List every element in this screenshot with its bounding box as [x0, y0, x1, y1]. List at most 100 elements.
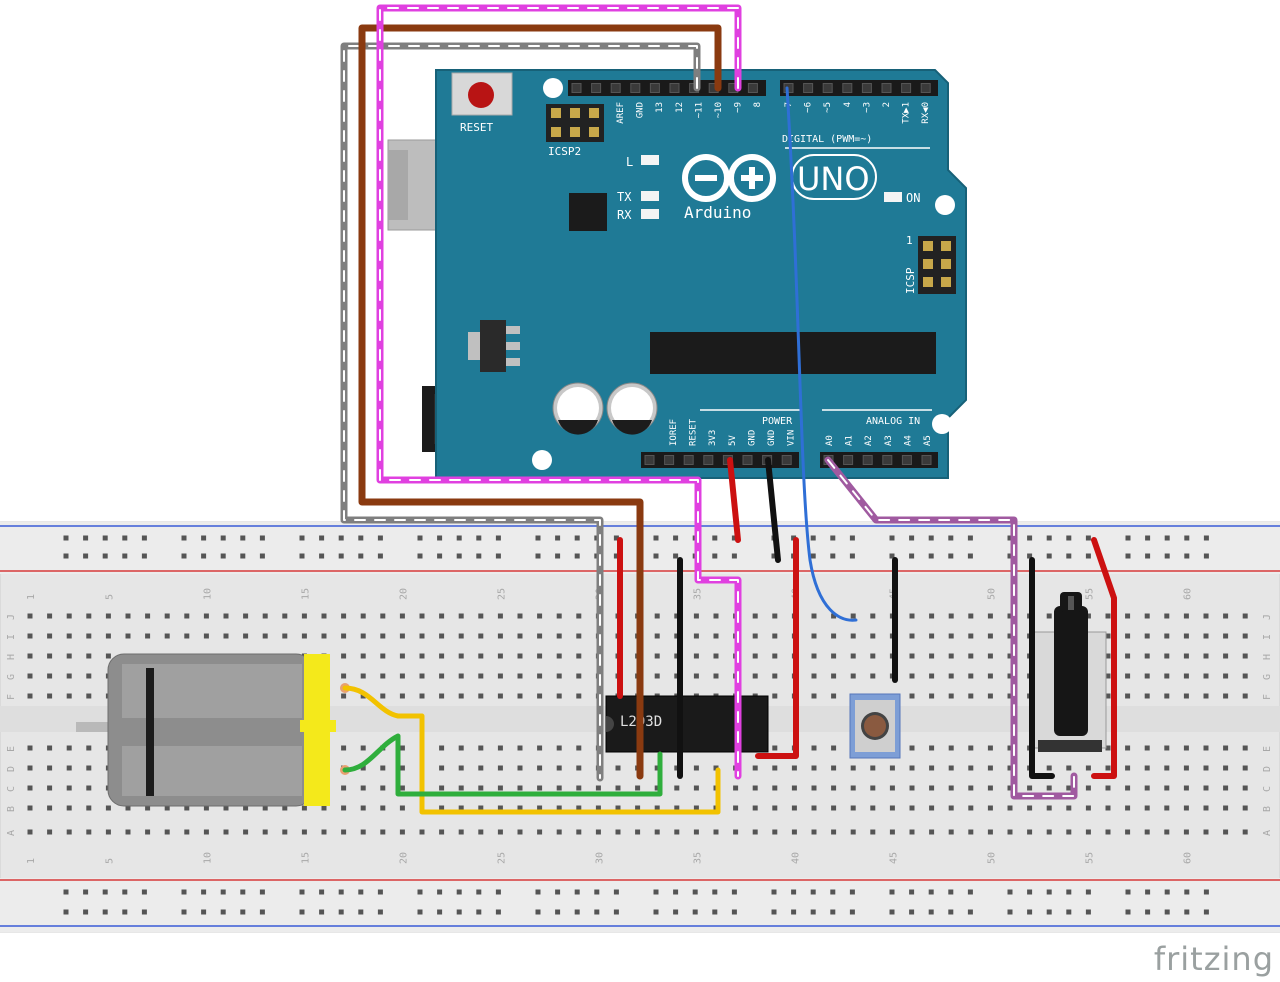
l293d-ic: L293D	[605, 695, 769, 753]
capacitor	[606, 382, 658, 435]
column-number: 25	[496, 588, 507, 600]
pin-label: IOREF	[669, 419, 679, 446]
led-l-label: L	[626, 155, 633, 169]
column-number: 1	[26, 858, 37, 864]
wire-red-vin-ic	[755, 537, 799, 759]
row-letter: A	[6, 830, 17, 836]
column-number: 15	[300, 588, 311, 600]
reset-label: RESET	[460, 121, 493, 134]
wire-green	[342, 733, 663, 797]
row-letter: J	[6, 614, 17, 620]
led-tx	[641, 191, 659, 201]
icsp2-label: ICSP2	[548, 145, 581, 158]
push-button[interactable]	[849, 693, 901, 759]
digital-header-right	[780, 80, 938, 96]
row-letter: I	[1262, 634, 1273, 640]
column-number: 45	[888, 852, 899, 864]
pin-label: 12	[675, 102, 685, 113]
usb-controller-chip	[569, 193, 607, 231]
row-letter: E	[6, 746, 17, 752]
pin-label: ~11	[694, 102, 704, 118]
led-rx	[641, 209, 659, 219]
icsp-header	[918, 236, 956, 294]
pin-label: A4	[903, 435, 913, 446]
icsp-pin1-label: 1	[906, 234, 913, 247]
led-on-label: ON	[906, 191, 920, 205]
reset-button-cap[interactable]	[468, 82, 494, 108]
pin-label: 2	[882, 102, 892, 107]
mounting-hole	[532, 450, 552, 470]
atmega328-chip	[650, 332, 936, 374]
capacitor	[552, 382, 604, 435]
pin-label: 8	[753, 102, 763, 107]
arduino-brand: Arduino	[684, 203, 751, 222]
pin-label: GND	[767, 430, 777, 446]
column-number: 40	[790, 852, 801, 864]
power-section-label: POWER	[762, 416, 793, 427]
row-letter: A	[1262, 830, 1273, 836]
pin-label: A5	[923, 435, 933, 446]
pin-label: AREF	[616, 102, 626, 124]
pin-label: RX◀0	[921, 102, 931, 124]
digital-section-label: DIGITAL (PWM=~)	[782, 134, 872, 145]
power-header	[641, 452, 799, 468]
pin-label: 13	[655, 102, 665, 113]
wire-yellow	[342, 685, 721, 815]
column-number: 25	[496, 852, 507, 864]
dc-motor	[76, 653, 350, 807]
motor-shaft	[76, 722, 112, 732]
column-number: 5	[104, 594, 115, 600]
column-number: 35	[692, 852, 703, 864]
led-l	[641, 155, 659, 165]
pin-label: VIN	[787, 430, 797, 446]
icsp2-header	[546, 104, 604, 142]
column-number: 10	[202, 588, 213, 600]
row-letter: B	[1262, 806, 1273, 812]
pin-label: A1	[845, 435, 855, 446]
voltage-regulator	[480, 320, 506, 372]
mounting-hole	[935, 195, 955, 215]
pin-label: 4	[843, 102, 853, 107]
column-number: 50	[986, 852, 997, 864]
column-number: 1	[26, 594, 37, 600]
wire-red-pot	[1091, 537, 1117, 779]
wires	[340, 4, 1117, 815]
wire-red-5v	[727, 457, 741, 543]
mounting-hole	[932, 414, 952, 434]
row-letter: I	[6, 634, 17, 640]
pin-label: GND	[747, 430, 757, 446]
column-number: 15	[300, 852, 311, 864]
pin-label: ~5	[823, 102, 833, 113]
fritzing-watermark: fritzing	[1153, 940, 1274, 978]
row-letter: H	[1262, 654, 1273, 660]
column-number: 20	[398, 852, 409, 864]
led-rx-label: RX	[617, 208, 632, 222]
row-letter: J	[1262, 614, 1273, 620]
wire-magenta	[376, 4, 742, 780]
row-letter: F	[1262, 694, 1273, 700]
row-letter: C	[1262, 786, 1273, 792]
pin-label: A2	[864, 435, 874, 446]
led-on	[884, 192, 902, 202]
wire-purple	[824, 456, 1078, 800]
wire-brown	[358, 24, 722, 780]
wire-black-pot	[1029, 557, 1055, 779]
pin-label: ~9	[734, 102, 744, 113]
column-number: 50	[986, 588, 997, 600]
potentiometer[interactable]	[1033, 592, 1107, 752]
wire-gray	[340, 42, 701, 782]
row-letter: F	[6, 694, 17, 700]
row-letter: C	[6, 786, 17, 792]
row-letter: B	[6, 806, 17, 812]
analog-header	[820, 452, 938, 468]
column-number: 35	[692, 588, 703, 600]
pin-label: ~10	[714, 102, 724, 118]
row-letter: H	[6, 654, 17, 660]
pin-label: ~6	[804, 102, 814, 113]
column-number: 55	[1084, 588, 1095, 600]
row-letter: E	[1262, 746, 1273, 752]
column-number: 60	[1182, 852, 1193, 864]
analog-section-label: ANALOG IN	[866, 416, 920, 427]
arduino-uno-board: RESET ICSP2 L TX RX ON Arduino UNO	[387, 69, 967, 479]
